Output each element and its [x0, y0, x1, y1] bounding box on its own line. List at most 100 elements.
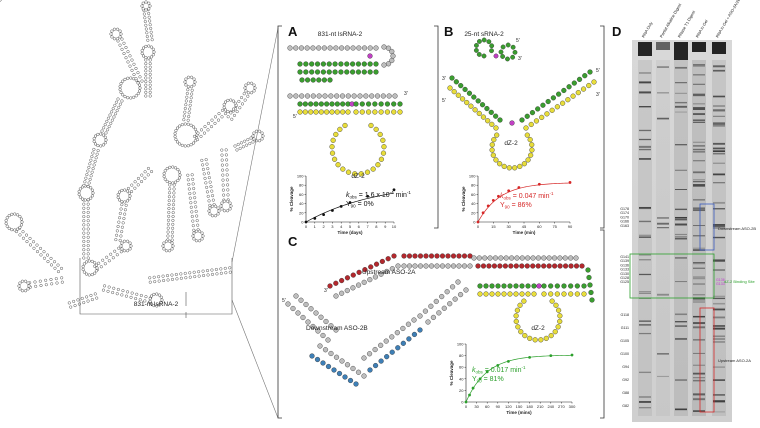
overview-nucleotide [224, 148, 228, 152]
rna-nucleotide [361, 61, 367, 67]
rna-nucleotide [535, 106, 541, 112]
overview-nucleotide [117, 246, 121, 250]
overview-nucleotide [60, 276, 64, 280]
rna-nucleotide [489, 283, 495, 289]
gel-band [693, 103, 705, 105]
overview-nucleotide [219, 267, 223, 271]
x-tick-label: 150 [516, 404, 523, 409]
overview-nucleotide [225, 163, 229, 167]
overview-nucleotide [81, 267, 85, 272]
x-tick-label: 45 [522, 224, 527, 229]
overview-nucleotide [213, 214, 218, 218]
overview-nucleotide [86, 252, 90, 256]
band-position-label: G82 [622, 404, 629, 408]
overview-nucleotide [121, 289, 125, 293]
overview-nucleotide [117, 198, 122, 202]
gel-band [639, 396, 651, 398]
x-tick-label: 90 [568, 224, 573, 229]
overview-nucleotide [217, 209, 221, 213]
overview-nucleotide [219, 204, 223, 208]
overview-nucleotide [115, 292, 119, 296]
gel-band [693, 113, 705, 115]
overview-nucleotide [115, 229, 119, 233]
overview-nucleotide [220, 201, 224, 205]
rna-nucleotide [501, 283, 507, 289]
overview-nucleotide [147, 56, 151, 60]
overview-nucleotide [82, 231, 86, 235]
overview-nucleotide [144, 295, 148, 299]
rna-nucleotide [356, 45, 362, 51]
gel-band [693, 397, 705, 400]
overview-nucleotide [150, 38, 154, 42]
overview-nucleotide [186, 122, 190, 126]
rna-nucleotide [519, 283, 525, 289]
overview-nucleotide [251, 134, 255, 138]
overview-nucleotide [163, 169, 167, 173]
dnazyme-nucleotide [318, 109, 324, 115]
overview-nucleotide [90, 298, 94, 302]
rna-nucleotide [510, 44, 516, 50]
strand-end-label: 3' [442, 76, 446, 82]
aso-nucleotide [439, 253, 446, 259]
overview-nucleotide [96, 132, 100, 136]
overview-nucleotide [253, 86, 257, 90]
overview-nucleotide [223, 108, 228, 112]
dnazyme-nucleotide [364, 169, 371, 175]
gel-band [693, 149, 705, 151]
gel-band [657, 66, 669, 68]
overview-nucleotide [251, 140, 255, 144]
band-position-label: G166 [620, 220, 629, 224]
rna-nucleotide [482, 255, 488, 261]
overview-nucleotide [69, 305, 73, 309]
rna-nucleotide [481, 53, 487, 59]
overview-nucleotide [89, 186, 93, 190]
rna-nucleotide [489, 48, 494, 54]
gel-band [693, 184, 705, 186]
rna-nucleotide [333, 354, 340, 360]
overview-nucleotide [114, 238, 118, 242]
x-axis-label: Time (mins) [506, 410, 532, 415]
band-position-label: G105 [620, 339, 629, 343]
overview-nucleotide [118, 84, 122, 89]
band-position-label: G178 [620, 207, 629, 211]
overview-nucleotide [224, 271, 228, 275]
aso-nucleotide [384, 354, 390, 360]
overview-nucleotide [162, 241, 166, 245]
overview-nucleotide [257, 139, 262, 143]
gel-band [693, 301, 705, 303]
rna-nucleotide [473, 48, 479, 53]
dnazyme-nucleotide [548, 291, 554, 297]
overview-nucleotide [93, 134, 98, 138]
overview-nucleotide [226, 193, 230, 197]
band-position-label: G128 [620, 276, 629, 280]
rna-nucleotide [505, 56, 510, 62]
overview-nucleotide [210, 214, 215, 218]
overview-nucleotide [112, 37, 117, 41]
overview-nucleotide [120, 225, 124, 229]
lane-label: RNA Only [641, 21, 654, 39]
overview-nucleotide [189, 85, 194, 89]
aso-nucleotide [385, 256, 391, 262]
overview-nucleotide [87, 165, 91, 169]
gel-band [675, 235, 687, 237]
rna-nucleotide [562, 255, 568, 261]
x-tick-label: 90 [496, 404, 501, 409]
overview-nucleotide [73, 304, 77, 308]
gel-band [713, 366, 725, 368]
overview-nucleotide [82, 202, 86, 206]
overview-nucleotide [216, 206, 220, 210]
overview-nucleotide [13, 228, 17, 232]
overview-nucleotide [80, 296, 84, 300]
overview-nucleotide [202, 131, 207, 135]
overview-nucleotide [125, 189, 129, 193]
overview-nucleotide [175, 277, 179, 281]
overview-nucleotide [124, 45, 128, 50]
overview-nucleotide [183, 106, 187, 111]
overview-nucleotide [141, 7, 145, 11]
overview-nucleotide [80, 197, 85, 201]
overview-nucleotide [174, 129, 178, 133]
dnazyme-nucleotide [544, 111, 550, 117]
rna-nucleotide [338, 61, 344, 67]
gel-band [693, 64, 705, 66]
